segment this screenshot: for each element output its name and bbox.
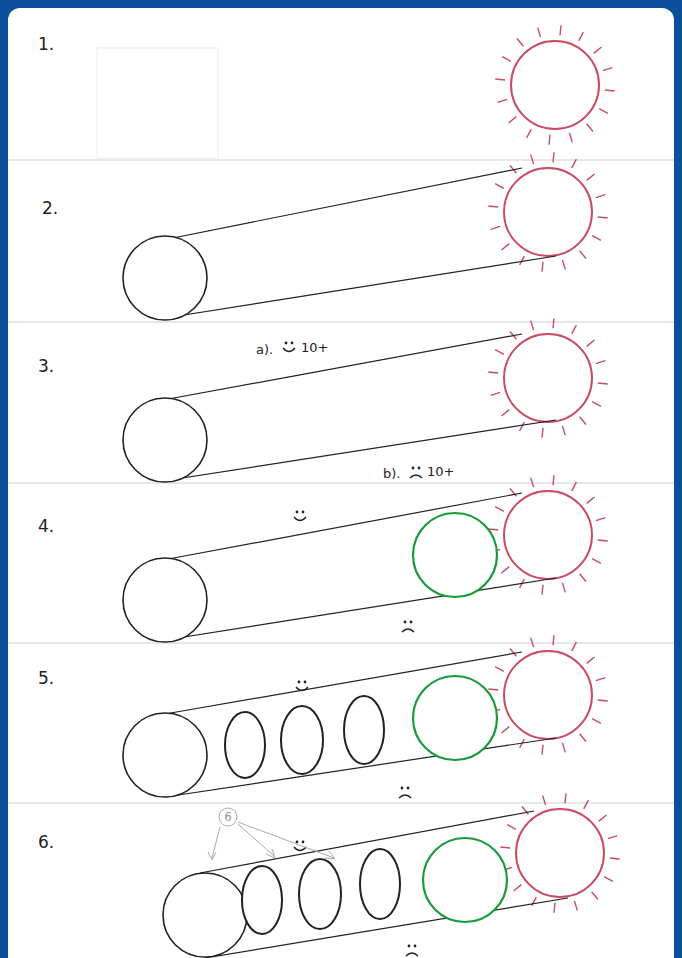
step-number: 6. [38, 834, 54, 851]
beam-lines [163, 168, 568, 958]
green-circle [413, 513, 507, 922]
sun [488, 25, 619, 912]
step-number: 2. [42, 200, 58, 217]
card [8, 8, 674, 958]
step-number: 5. [38, 670, 54, 687]
callout-number: 6 [224, 811, 232, 823]
step-number: 4. [38, 518, 54, 535]
count-label: 10+ [427, 465, 454, 478]
option-label: a). [256, 343, 273, 356]
step-number: 3. [38, 358, 54, 375]
count-label: 10+ [301, 341, 328, 354]
oval-shape [225, 696, 400, 934]
planet-circle [123, 236, 247, 957]
step-number: 1. [38, 36, 54, 53]
face-symbol [283, 342, 422, 956]
row-separators [8, 160, 674, 803]
option-label: b). [383, 467, 400, 480]
callout-circle: 6 [218, 807, 238, 827]
pointer-arrows [208, 822, 335, 860]
faint-box [97, 48, 218, 158]
